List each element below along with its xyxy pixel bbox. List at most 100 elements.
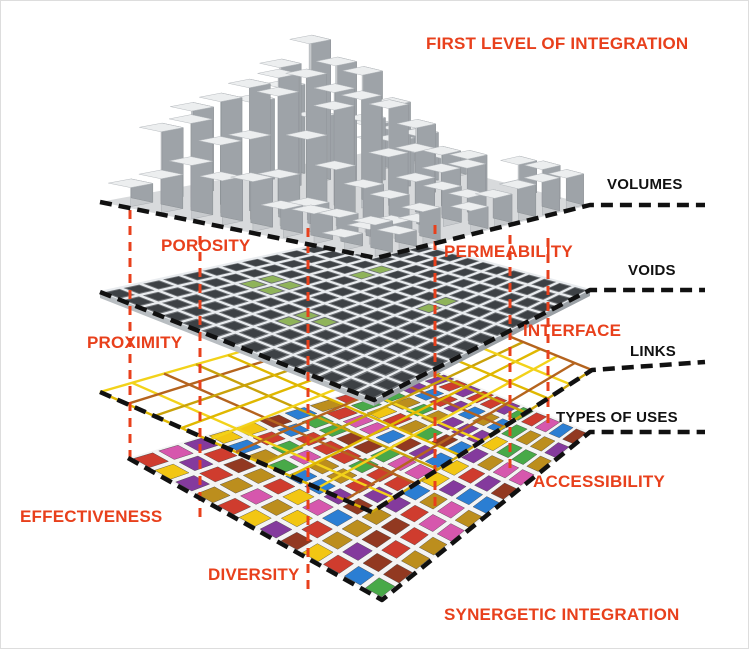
use-tile: [365, 577, 396, 598]
use-tile: [280, 509, 314, 528]
layer-edge: [99, 199, 705, 261]
void-cell: [242, 329, 266, 338]
void-cell: [279, 271, 303, 278]
use-tile: [175, 475, 211, 492]
use-tile: [399, 527, 429, 546]
void-cell: [468, 296, 490, 304]
use-tile: [238, 509, 272, 527]
void-cell: [166, 276, 191, 284]
use-tile: [418, 536, 448, 556]
void-cell: [259, 286, 283, 295]
void-cell: [222, 321, 247, 331]
void-cell: [501, 318, 523, 327]
use-tile: [529, 436, 556, 452]
void-cell: [392, 372, 415, 382]
use-tile: [260, 499, 294, 516]
use-tile: [476, 455, 505, 471]
void-cell: [366, 288, 389, 296]
void-cell: [221, 297, 246, 305]
use-tile: [282, 488, 315, 506]
void-cell: [436, 275, 458, 283]
void-cell: [126, 297, 152, 306]
label-diversity: DIVERSITY: [208, 565, 300, 584]
use-tile: [437, 501, 465, 519]
void-cell: [165, 288, 190, 296]
void-cell: [406, 255, 429, 262]
void-cell: [484, 301, 506, 309]
void-cell: [146, 281, 171, 289]
title-synergetic: SYNERGETIC INTEGRATION: [444, 605, 680, 624]
void-cell: [313, 317, 337, 327]
void-cell: [384, 282, 407, 290]
void-cell: [564, 288, 585, 296]
void-cell: [453, 328, 475, 337]
void-cell: [349, 282, 373, 290]
void-cell: [471, 262, 493, 270]
void-road: [257, 256, 498, 339]
void-cell: [222, 285, 247, 293]
use-tile: [375, 429, 406, 444]
use-tile: [383, 563, 413, 584]
use-tile: [381, 540, 411, 559]
void-cell: [376, 379, 399, 390]
use-tile: [262, 478, 296, 495]
building-block: [524, 173, 560, 216]
use-tile: [301, 543, 334, 562]
link-line: [344, 361, 576, 502]
use-tile: [196, 486, 231, 504]
void-cell: [280, 343, 304, 353]
void-cell: [400, 298, 423, 307]
void-cell: [277, 293, 301, 301]
void-cell: [360, 387, 384, 398]
void-cell: [405, 350, 427, 360]
use-tile: [511, 449, 538, 465]
void-cell: [368, 337, 391, 346]
dashed-guide-lines: [128, 210, 550, 590]
void-road: [295, 272, 530, 371]
use-tile: [259, 520, 293, 539]
building-block: [499, 179, 537, 222]
void-cell: [282, 357, 306, 367]
use-tile: [289, 449, 322, 465]
use-tile: [240, 488, 274, 505]
void-cell: [452, 279, 474, 287]
void-cell: [126, 285, 152, 293]
void-cell: [277, 317, 301, 326]
void-road: [316, 243, 545, 315]
link-line: [317, 354, 559, 490]
use-tile: [242, 468, 277, 484]
void-cell: [517, 298, 538, 307]
use-tile: [359, 422, 390, 436]
use-tile: [361, 529, 392, 548]
use-tile: [548, 423, 574, 439]
void-cell: [223, 274, 248, 282]
void-cell: [240, 292, 265, 300]
void-cell: [373, 365, 396, 375]
void-cell: [205, 268, 230, 275]
void-cell: [401, 323, 424, 332]
void-cell: [533, 279, 554, 287]
void-road: [277, 252, 514, 331]
building-block: [548, 169, 584, 210]
void-cell: [435, 309, 457, 318]
layer-label-voids: VOIDS: [628, 262, 676, 279]
use-tile: [302, 499, 334, 516]
use-tile: [321, 509, 354, 527]
use-tile: [390, 397, 421, 410]
use-tile: [501, 424, 528, 439]
void-cell: [145, 292, 171, 301]
void-cell: [240, 316, 265, 325]
void-cell: [262, 265, 286, 272]
title-first-level: FIRST LEVEL OF INTEGRATION: [426, 34, 689, 53]
void-cell: [224, 334, 248, 344]
void-cell: [204, 327, 229, 336]
void-cell: [454, 341, 477, 351]
void-cell: [387, 261, 410, 268]
void-cell: [336, 256, 360, 263]
void-cell: [331, 299, 354, 308]
void-cell: [317, 261, 341, 268]
use-tile: [474, 475, 502, 492]
void-cell: [357, 372, 380, 382]
void-cell: [295, 287, 319, 296]
void-cell: [146, 304, 171, 313]
